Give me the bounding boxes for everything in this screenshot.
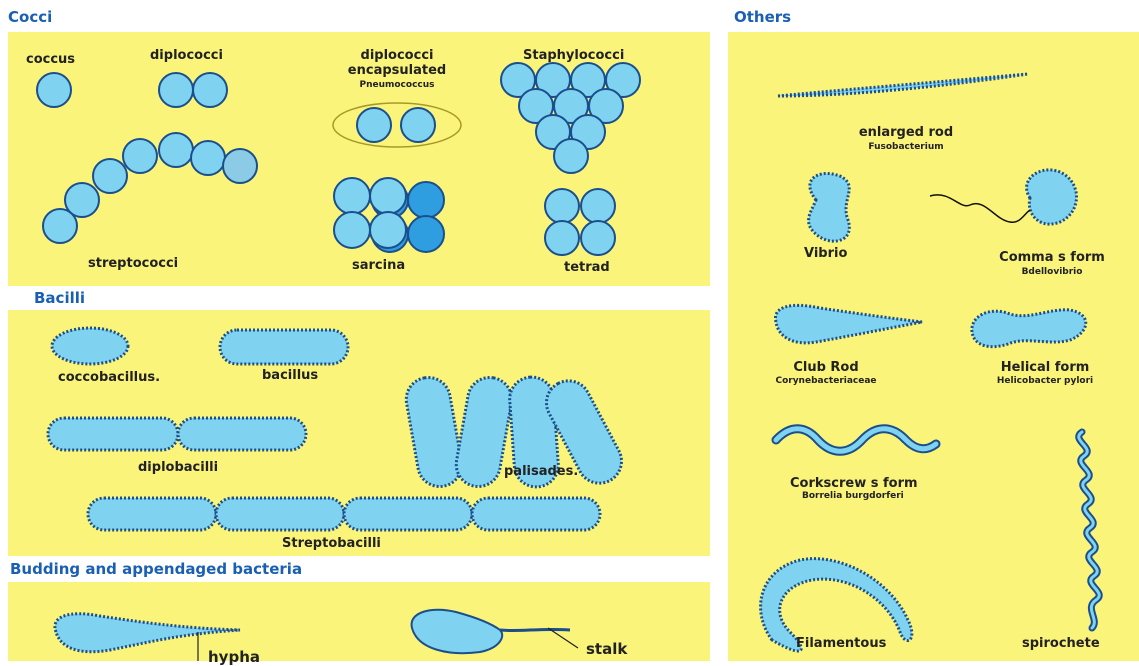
staph-cell [554,139,588,173]
label-palisades: palisades. [504,464,578,479]
diplobacillus-shape-1 [48,418,178,450]
strep-cell [123,139,157,173]
sarcina-back [408,216,444,252]
sarcina-back [408,182,444,218]
helical-form-shape [972,310,1086,347]
label-diplococci-encapsulated-1: diplococci [361,48,434,63]
streptobacillus-2 [216,498,344,530]
label-tetrad: tetrad [564,260,610,275]
label-coccus: coccus [26,52,75,67]
stalk-shape [500,629,570,630]
bacillus-shape [220,330,348,364]
label-filamentous: Filamentous [796,636,886,651]
label-pneumococcus: Pneumococcus [359,80,434,90]
label-corkscrew-form: Corkscrew s form [790,476,918,491]
comma-flagellum [930,195,1030,222]
label-comma-form: Comma s form [999,250,1105,265]
strep-cell [159,133,193,167]
label-streptobacilli: Streptobacilli [282,536,381,551]
sarcina-cell [334,212,370,248]
label-club-rod: Club Rod [793,360,858,375]
tetrad-cell [581,221,615,255]
label-spirochete: spirochete [1022,636,1100,651]
comma-shape [1027,170,1077,224]
label-bdellovibrio: Bdellovibrio [1022,267,1083,277]
label-hypha: hypha [208,648,260,666]
strep-cell [223,149,257,183]
strep-cell [93,159,127,193]
streptobacillus-3 [344,498,472,530]
fusobacterium-shape [778,74,1028,96]
vibrio-shape [809,173,850,241]
diplococci-shape-2 [193,73,227,107]
label-vibrio: Vibrio [804,246,847,261]
coccobacillus-shape [52,328,128,364]
diplococci-shape-1 [159,73,193,107]
strep-cell [191,141,225,175]
label-enlarged-rod: enlarged rod [859,125,953,140]
label-bacillus: bacillus [262,368,318,383]
sarcina-cell [334,178,370,214]
label-stalk: stalk [586,640,627,658]
palisade-1 [403,374,465,490]
tetrad-cell [545,221,579,255]
club-rod-shape [775,305,922,343]
sarcina-cell [370,178,406,214]
streptobacillus-4 [472,498,600,530]
diplobacillus-shape-2 [178,418,306,450]
hypha-bacterium [55,614,240,652]
stalked-bacterium [412,610,503,653]
label-diplococci-encapsulated-2: encapsulated [348,63,446,78]
spirochete-fill [1079,432,1099,628]
label-staphylococci: Staphylococci [523,48,624,63]
pneumococcus-shape-2 [401,108,435,142]
label-diplobacilli: diplobacilli [138,460,218,475]
label-diplococci: diplococci [150,48,223,63]
coccus-shape [37,73,71,107]
label-fusobacterium: Fusobacterium [868,142,943,152]
sarcina-cell [370,212,406,248]
tetrad-cell [545,189,579,223]
strep-cell [65,183,99,217]
tetrad-cell [581,189,615,223]
streptobacillus-1 [88,498,216,530]
capsule-shape [333,103,461,147]
label-streptococci: streptococci [88,256,178,271]
label-corynebacteriaceae: Corynebacteriaceae [775,376,876,386]
label-helical-form: Helical form [1001,360,1090,375]
pneumococcus-shape-1 [357,108,391,142]
label-sarcina: sarcina [352,258,405,273]
label-borrelia: Borrelia burgdorferi [802,491,904,501]
label-helicobacter: Helicobacter pylori [997,376,1093,386]
label-coccobacillus: coccobacillus. [58,370,160,385]
